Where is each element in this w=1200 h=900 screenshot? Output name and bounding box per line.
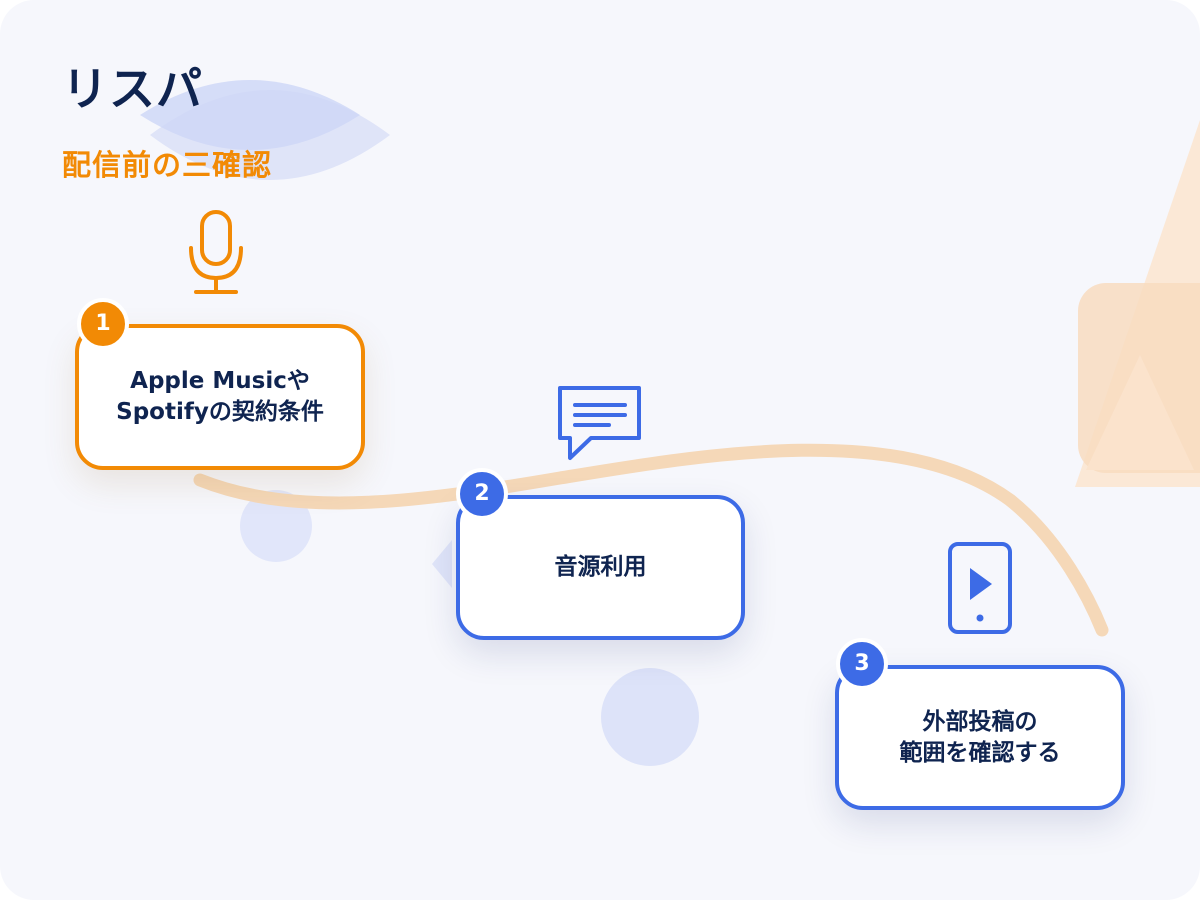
- brand-title: リスパ: [62, 62, 203, 116]
- step-card-2: 音源利用: [456, 495, 745, 640]
- step-text: Apple Musicや Spotifyの契約条件: [116, 368, 324, 425]
- step-card-3: 外部投稿の 範囲を確認する: [835, 665, 1125, 810]
- step-number-badge: 1: [77, 298, 129, 350]
- subtitle: 配信前の三確認: [62, 148, 273, 182]
- circle-shape: [601, 668, 699, 766]
- leaf-shape: [140, 80, 360, 150]
- circle-shape: [240, 490, 312, 562]
- phone-play-icon: [948, 542, 1012, 634]
- connector-path: [193, 443, 1109, 637]
- step-text: 音源利用: [554, 554, 647, 581]
- step-card-1: Apple Musicや Spotifyの契約条件: [75, 324, 365, 470]
- step-text: 外部投稿の 範囲を確認する: [899, 708, 1061, 766]
- microphone-icon: [189, 210, 243, 294]
- diamond-shape: [432, 540, 452, 588]
- step-number-badge: 3: [836, 638, 888, 690]
- step-number-badge: 2: [456, 468, 508, 520]
- triangle-shape: [1086, 355, 1194, 470]
- chat-bubble-icon: [558, 386, 641, 460]
